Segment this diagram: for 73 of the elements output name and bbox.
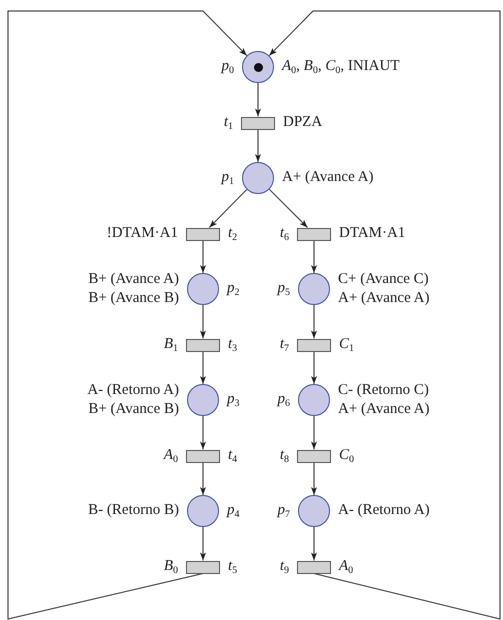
condition-label: DTAM·A1 <box>339 225 406 242</box>
action-label: A$_{0}$, B$_{0}$, C$_{0}$, INIAUT <box>282 58 400 75</box>
place-circle <box>242 162 274 194</box>
condition-label: C$_{0}$ <box>339 447 354 464</box>
arrow <box>311 240 317 274</box>
condition-label: DPZA <box>283 114 322 131</box>
place-circle <box>298 273 330 305</box>
arrow <box>200 240 206 274</box>
place-circle <box>187 273 219 305</box>
transition-bar <box>186 228 220 240</box>
place-name: p$_{3}$ <box>227 391 240 408</box>
transition-name: t$_{7}$ <box>280 336 289 353</box>
action-label: B+ (Avance B) <box>88 290 179 306</box>
arrow <box>311 462 317 496</box>
arrow <box>311 416 317 450</box>
action-label: A+ (Avance A) <box>338 400 430 418</box>
arrow <box>311 351 317 384</box>
arrow <box>311 526 317 561</box>
condition-label: A$_{0}$ <box>339 558 354 575</box>
place-name: p$_{2}$ <box>227 280 240 297</box>
place-circle <box>187 495 219 527</box>
transition-bar <box>186 560 220 574</box>
action-label: B+ (Avance A) <box>88 270 179 288</box>
action-label: B- (Retorno B) <box>88 502 179 519</box>
transition-bar <box>297 560 331 574</box>
arrow <box>311 304 317 339</box>
arrow <box>200 416 206 450</box>
action-label: C+ (Avance C) <box>338 270 429 288</box>
arrow <box>200 462 206 496</box>
place-name: p$_{1}$ <box>222 169 234 186</box>
place-name: p$_{7}$ <box>278 502 290 519</box>
arrow <box>200 526 206 561</box>
place-circle <box>187 384 219 416</box>
transition-bar <box>297 228 331 240</box>
place-name: p$_{4}$ <box>227 502 240 519</box>
transition-name: t$_{8}$ <box>280 447 289 464</box>
transition-bar <box>297 450 331 462</box>
transition-bar <box>297 338 331 352</box>
action-label: A+ (Avance A) <box>282 169 374 186</box>
arrow <box>255 82 261 117</box>
action-label: A+ (Avance A) <box>338 290 430 306</box>
transition-bar <box>186 338 220 352</box>
condition-label: !DTAM·A1 <box>106 225 178 242</box>
place-name: p$_{6}$ <box>278 391 290 408</box>
transition-name: t$_{3}$ <box>228 336 238 353</box>
action-label: A- (Retorno A) <box>87 382 179 398</box>
condition-label: A$_{0}$ <box>164 447 178 464</box>
place-circle <box>298 384 330 416</box>
action-label: B+ (Avance B) <box>88 400 179 418</box>
transition-name: t$_{6}$ <box>280 225 289 242</box>
place-name: p$_{0}$ <box>222 58 234 75</box>
arrow <box>8 10 248 620</box>
place-name: p$_{5}$ <box>278 280 290 297</box>
arrow <box>268 10 500 620</box>
transition-bar <box>186 450 220 462</box>
place-circle <box>242 51 274 83</box>
place-circle <box>298 495 330 527</box>
arrow <box>255 129 261 162</box>
transition-name: t$_{1}$ <box>224 114 233 131</box>
transition-name: t$_{9}$ <box>280 558 289 575</box>
action-label: A- (Retorno A) <box>338 502 430 519</box>
arrow <box>200 351 206 384</box>
transition-name: t$_{5}$ <box>228 558 238 575</box>
condition-label: B$_{1}$ <box>164 336 178 353</box>
action-label: C- (Retorno C) <box>338 382 429 398</box>
transition-name: t$_{4}$ <box>228 447 238 464</box>
transition-name: t$_{2}$ <box>228 225 238 242</box>
condition-label: B$_{0}$ <box>164 558 178 575</box>
arrow <box>268 188 308 228</box>
arrow <box>208 188 248 228</box>
condition-label: C$_{1}$ <box>339 336 354 353</box>
transition-bar <box>241 116 275 130</box>
arrow <box>200 304 206 339</box>
